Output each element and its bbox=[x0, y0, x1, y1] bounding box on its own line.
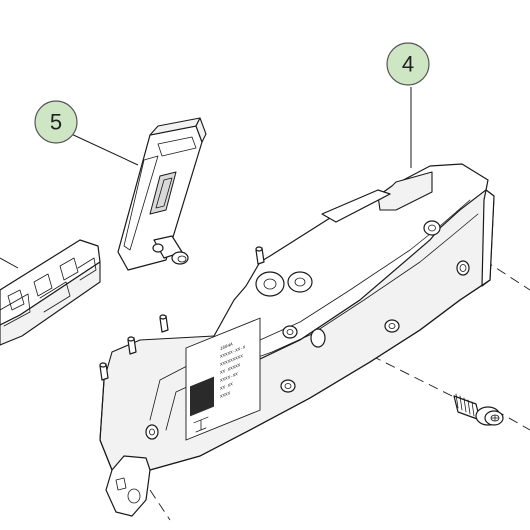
label-line-7: XXXX bbox=[220, 390, 230, 400]
label-line-6: XX XX bbox=[220, 381, 233, 392]
leader-line-5 bbox=[66, 131, 139, 166]
housing-boss-far-right bbox=[456, 260, 470, 276]
product-label: 1604A XXXXX-XX-X XXXXXXXXX XX XXXXX XXXX… bbox=[185, 317, 261, 441]
housing-boss-center bbox=[384, 319, 400, 333]
housing-boss-front-left bbox=[145, 424, 159, 440]
callout-5: 5 bbox=[34, 100, 78, 144]
callout-4-balloon bbox=[386, 42, 430, 86]
housing-boss-center-left bbox=[310, 328, 326, 348]
housing-boss-middle bbox=[282, 325, 298, 339]
housing-boss-right bbox=[423, 220, 441, 236]
leader-left-part bbox=[0, 257, 19, 269]
housing-boss-upper-left bbox=[255, 271, 285, 297]
screw-cross-icon bbox=[490, 414, 500, 422]
axis-line-lower bbox=[149, 489, 171, 521]
housing-bottom-tab bbox=[105, 455, 151, 517]
callout-4: 4 bbox=[386, 42, 430, 86]
housing-boss-lower bbox=[280, 379, 296, 393]
label-datamatrix bbox=[190, 376, 214, 417]
callout-5-number: 5 bbox=[50, 110, 62, 135]
callout-4-number: 4 bbox=[402, 52, 414, 77]
screw bbox=[453, 393, 504, 426]
left-partial-part bbox=[0, 239, 101, 346]
housing-boss-upper bbox=[287, 271, 313, 293]
callout-5-balloon bbox=[34, 100, 78, 144]
label-symbol-icon bbox=[193, 416, 209, 433]
label-line-1: 1604A bbox=[220, 341, 233, 352]
part-5-cover bbox=[117, 117, 207, 271]
housing-standoffs bbox=[99, 246, 265, 381]
